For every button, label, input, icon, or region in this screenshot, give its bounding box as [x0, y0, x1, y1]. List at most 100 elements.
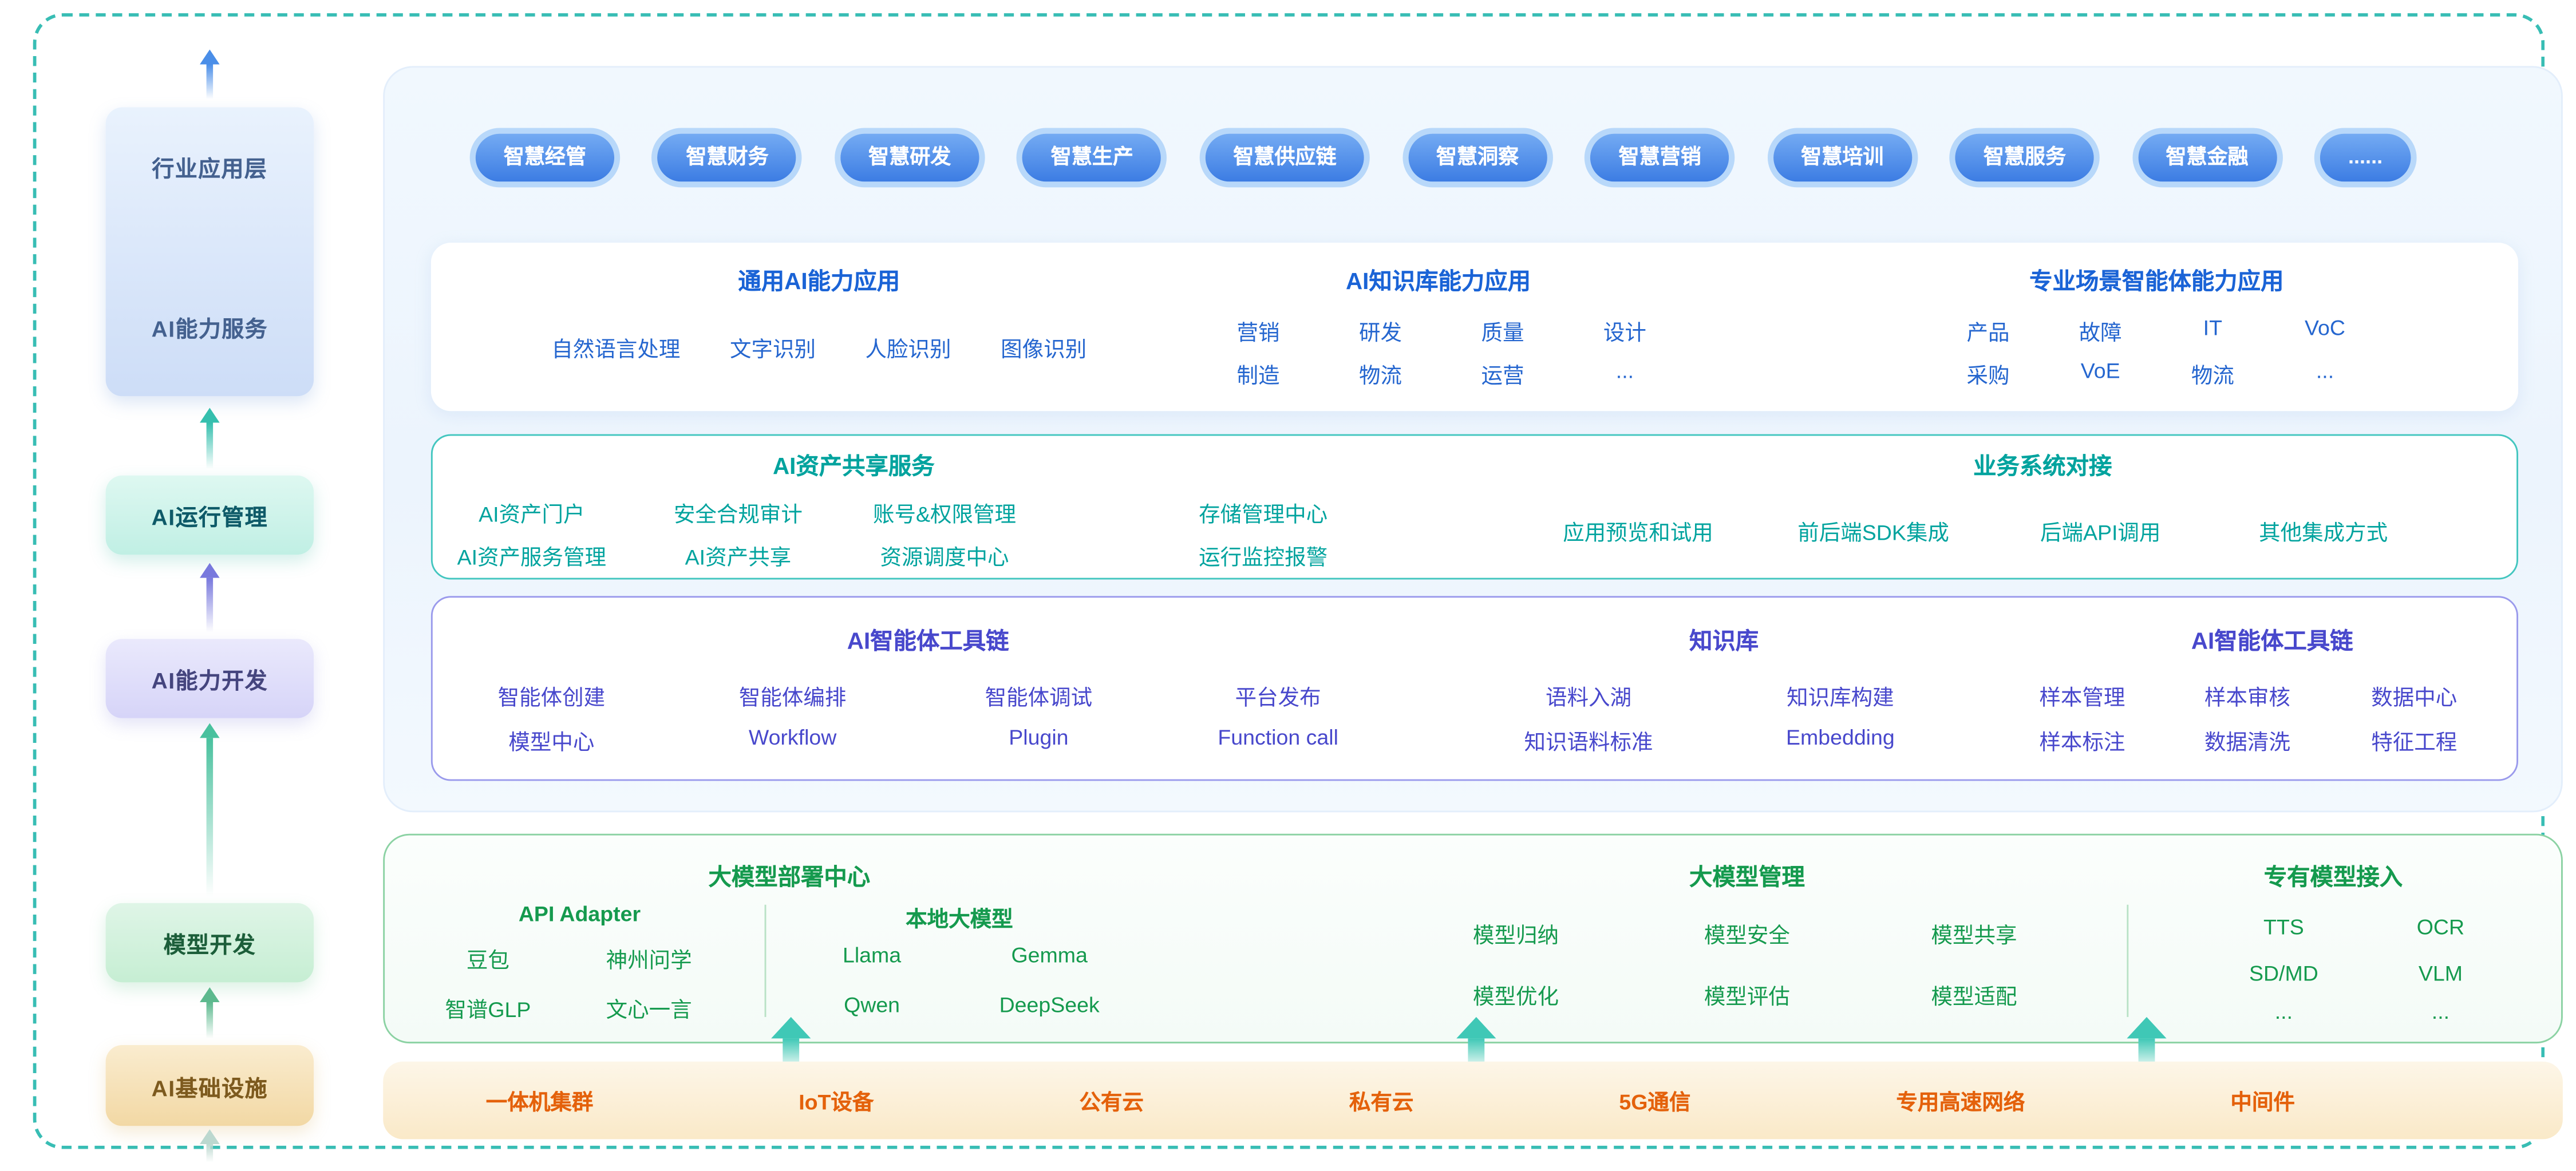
item: 采购 [1966, 363, 2010, 388]
flow-arrow-top-icon [200, 49, 220, 100]
app-pill[interactable]: 智慧供应链 [1205, 133, 1365, 182]
layer-label-app: 行业应用层 [152, 157, 268, 182]
app-pill[interactable]: 智慧培训 [1773, 133, 1912, 182]
app-pill[interactable]: 智慧生产 [1022, 133, 1161, 182]
item: 样本标注 [2039, 729, 2125, 755]
item: 物流 [2191, 363, 2234, 388]
application-service-panel: 智慧经管智慧财务智慧研发智慧生产智慧供应链智慧洞察智慧营销智慧培训智慧服务智慧金… [383, 66, 2563, 813]
item: Function call [1218, 725, 1338, 750]
infra-item: IoT设备 [799, 1089, 874, 1115]
item: 图像识别 [1001, 337, 1087, 362]
layer-model-development: 模型开发 [105, 903, 314, 983]
app-pill[interactable]: 智慧营销 [1590, 133, 1729, 182]
flow-arrow-icon [200, 987, 220, 1039]
model-deployment-title: 大模型部署中心 [708, 863, 871, 890]
item: 语料入湖 [1545, 685, 1631, 710]
item: 知识语料标准 [1524, 729, 1653, 755]
app-pill[interactable]: 智慧金融 [2138, 133, 2277, 182]
app-pill[interactable]: 智慧经管 [475, 133, 615, 182]
ai-asset-card: AI资产共享服务 AI资产门户安全合规审计账号&权限管理存储管理中心 AI资产服… [430, 434, 2519, 580]
item: 数据中心 [2371, 685, 2458, 710]
item: IT [2203, 315, 2223, 341]
app-pill[interactable]: 智慧研发 [840, 133, 979, 182]
item: 存储管理中心 [1199, 501, 1328, 527]
item: 运行监控报警 [1199, 544, 1328, 570]
item-row: 应用预览和试用前后端SDK集成后端API调用其他集成方式 [1523, 515, 2439, 547]
model-management-title: 大模型管理 [1689, 863, 1805, 890]
outer-dashed-frame: 行业应用层 AI能力服务 AI运行管理 AI能力开发 模型开发 AI基础设施 智… [33, 13, 2563, 1162]
item: VoC [2305, 315, 2345, 341]
item: 智能体编排 [738, 685, 847, 710]
item: ... [1615, 358, 1634, 383]
item: VLM [2418, 960, 2463, 986]
item: Gemma [1011, 943, 1088, 968]
item: 安全合规审计 [673, 501, 803, 527]
knowledge-base-title: 知识库 [1689, 627, 1759, 654]
infra-item: 一体机集群 [485, 1089, 594, 1115]
local-models-title: 本地大模型 [906, 906, 1013, 931]
knowledge-capability-title: AI知识库能力应用 [1345, 267, 1531, 294]
infra-up-arrow-icon [771, 1016, 811, 1062]
item: 文心一言 [606, 997, 692, 1022]
infra-item: 私有云 [1349, 1089, 1414, 1115]
item: Qwen [844, 992, 900, 1017]
item: 智谱GLP [445, 997, 531, 1022]
item: 自然语言处理 [551, 337, 681, 362]
item-row: AI资产门户 安全合规审计 账号&权限管理 存储管理中心 [433, 497, 1387, 528]
item: 模型适配 [1931, 984, 2017, 1009]
item-row: 样本标注数据清洗特征工程 [1985, 725, 2513, 756]
layer-app-and-service: 行业应用层 AI能力服务 [105, 107, 314, 397]
system-integration-title: 业务系统对接 [1973, 452, 2112, 479]
item-row: TTS OCR [2193, 915, 2507, 939]
item: ... [2274, 999, 2293, 1024]
item: 数据清洗 [2204, 729, 2290, 755]
industry-app-pill-row: 智慧经管智慧财务智慧研发智慧生产智慧供应链智慧洞察智慧营销智慧培训智慧服务智慧金… [475, 133, 2411, 182]
flow-arrow-icon [200, 408, 220, 469]
item-row: 知识语料标准 Embedding [1456, 725, 1960, 756]
general-ai-items: 自然语言处理文字识别人脸识别图像识别 [480, 332, 1157, 363]
item: 智能体创建 [497, 685, 606, 710]
item: 质量 [1481, 320, 1524, 345]
item-row: 样本管理 样本审核 数据中心 [1985, 680, 2513, 711]
app-pill[interactable]: 智慧服务 [1955, 133, 2095, 182]
app-pill[interactable]: ...... [2320, 133, 2411, 182]
layer-capability-development: AI能力开发 [105, 639, 314, 718]
item: 模型评估 [1704, 984, 1790, 1009]
item: 豆包 [466, 947, 509, 973]
item: AI资产门户 [479, 501, 585, 527]
item: 设计 [1603, 320, 1646, 345]
item: TTS [2263, 915, 2304, 940]
infra-item: 公有云 [1079, 1089, 1144, 1115]
flow-arrow-bottom-icon [200, 1129, 220, 1162]
app-pill[interactable]: 智慧财务 [658, 133, 797, 182]
item-row: 模型归纳模型安全模型共享 [1417, 918, 2069, 950]
item: 模型共享 [1931, 923, 2017, 948]
item: 样本审核 [2204, 685, 2290, 710]
item: 前后端SDK集成 [1797, 520, 1949, 545]
layer-runtime-management: AI运行管理 [105, 475, 314, 555]
asset-sharing-title: AI资产共享服务 [772, 452, 935, 479]
item: 模型中心 [508, 729, 595, 755]
infra-up-arrow-icon [1456, 1016, 1496, 1062]
app-pill[interactable]: 智慧洞察 [1408, 133, 1547, 182]
item: OCR [2416, 915, 2465, 940]
item: 样本管理 [2039, 685, 2125, 710]
infra-item: 专用高速网络 [1896, 1089, 2025, 1115]
item: Embedding [1786, 725, 1895, 750]
item: 账号&权限管理 [872, 501, 1016, 527]
item: 应用预览和试用 [1563, 520, 1713, 545]
item: ... [2316, 358, 2334, 383]
item: 运营 [1481, 363, 1524, 388]
item: 产品 [1966, 320, 2010, 345]
proprietary-model-title: 专有模型接入 [2263, 863, 2403, 890]
item: 模型安全 [1704, 923, 1790, 948]
item-row: 模型优化模型评估模型适配 [1417, 979, 2069, 1011]
